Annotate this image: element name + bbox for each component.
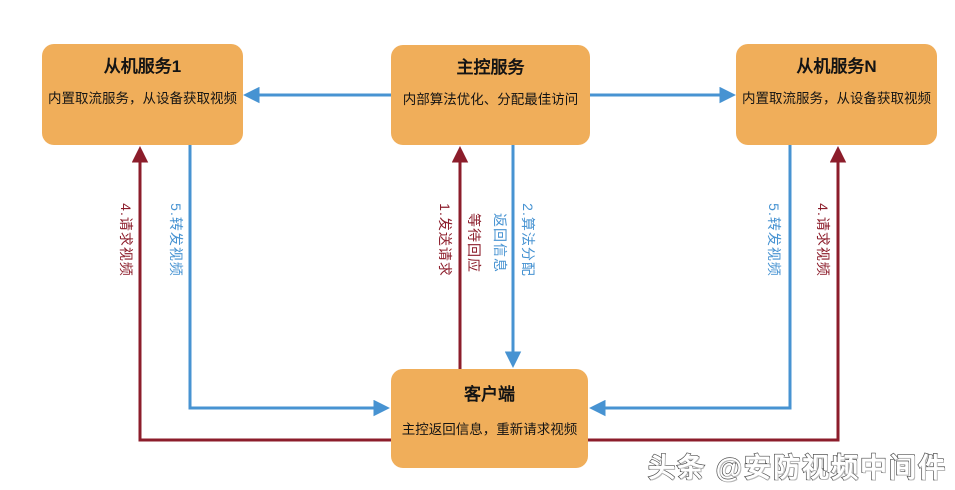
edge-label-wait-response: 等待回应: [466, 213, 482, 273]
edge-label-send-request: 1.发送请求: [437, 203, 453, 277]
node-client-subtitle: 主控返回信息，重新请求视频: [401, 422, 578, 437]
edge-label-return-info: 返回信息: [492, 213, 508, 273]
edge-label-forward-right: 5.转发视频: [766, 203, 782, 277]
node-slave1-subtitle: 内置取流服务，从设备获取视频: [48, 91, 237, 106]
node-master-subtitle: 内部算法优化、分配最佳访问: [402, 92, 579, 107]
edge-client-to-slave1: [131, 146, 391, 442]
node-client-title: 客户端: [464, 385, 515, 404]
edge-label-request-left: 4.请求视频: [118, 203, 134, 277]
node-master-title: 主控服务: [456, 58, 525, 77]
node-slave1: 从机服务1 内置取流服务，从设备获取视频: [42, 44, 243, 145]
node-client: 客户端 主控返回信息，重新请求视频: [391, 369, 588, 468]
node-slaveN: 从机服务N 内置取流服务，从设备获取视频: [736, 44, 937, 145]
node-master: 主控服务 内部算法优化、分配最佳访问: [391, 45, 590, 145]
node-slave1-title: 从机服务1: [103, 57, 182, 76]
edge-slave1-to-client: [188, 145, 390, 417]
edge-label-algo-assign: 2.算法分配: [520, 203, 536, 277]
watermark-text: 头条 @安防视频中间件: [647, 452, 947, 483]
edge-client-to-slaveN: [588, 146, 847, 442]
node-slaveN-subtitle: 内置取流服务，从设备获取视频: [742, 91, 931, 106]
edge-slaveN-to-client: [589, 145, 792, 417]
edge-label-forward-left: 5.转发视频: [168, 203, 184, 277]
edge-label-request-right: 4.请求视频: [815, 203, 831, 277]
node-slaveN-title: 从机服务N: [796, 57, 877, 76]
